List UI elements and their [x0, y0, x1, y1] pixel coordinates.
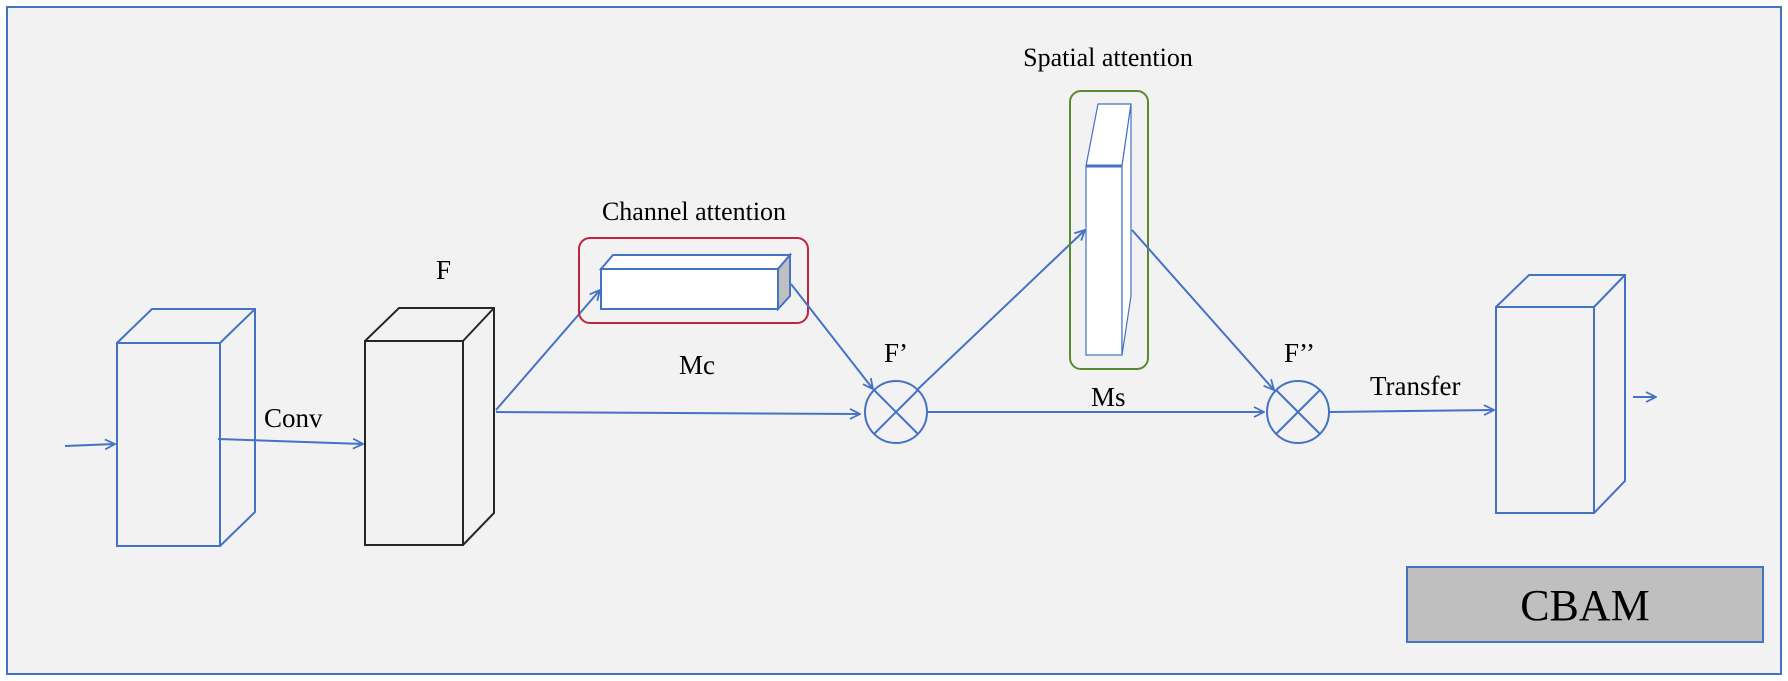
cbam-box [1406, 566, 1764, 643]
channel-attention-highlight [578, 237, 809, 324]
output-feature-cube [1495, 274, 1626, 514]
spatial-attention-label: Spatial attention [1023, 43, 1193, 72]
arrow-spatial-to-fdoubleprime [1131, 229, 1274, 390]
fdoubleprime-multiply-node [1266, 380, 1330, 444]
diagram-frame [6, 6, 1782, 675]
input-arrow [64, 444, 115, 446]
mc-label: Mc [679, 350, 715, 380]
input-feature-cube [116, 308, 256, 547]
feature-f-cube [364, 307, 495, 546]
arrow-fprime-to-spatial [917, 230, 1085, 390]
arrow-f-to-channel [495, 290, 600, 411]
channel-attention-label: Channel attention [602, 197, 786, 226]
spatial-attention-highlight [1069, 90, 1149, 370]
fdoubleprime-label: F’’ [1284, 338, 1315, 368]
f-label: F [436, 255, 451, 285]
conv-label: Conv [264, 403, 323, 433]
fprime-label: F’ [884, 338, 908, 368]
transfer-label: Transfer [1370, 371, 1461, 401]
spatial-attention-prism [1085, 103, 1132, 356]
arrow-channel-to-fprime [790, 283, 873, 389]
transfer-arrow [1329, 410, 1494, 412]
fprime-multiply-node [864, 380, 928, 444]
arrow-f-to-fprime [495, 412, 860, 414]
conv-arrow [217, 439, 363, 444]
cbam-label: CBAM [1520, 581, 1650, 630]
channel-attention-prism [598, 252, 793, 312]
ms-label: Ms [1091, 382, 1126, 412]
